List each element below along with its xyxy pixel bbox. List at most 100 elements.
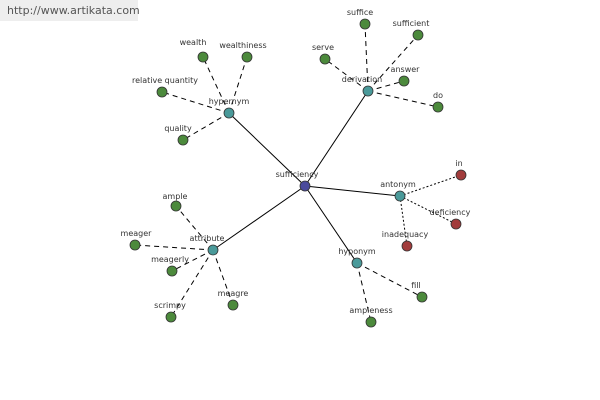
node-meagerly[interactable]: meagerly [151, 255, 189, 277]
node-hypernym-circle[interactable] [223, 107, 235, 119]
node-meager-label: meager [121, 229, 153, 238]
edge-sufficiency-hypernym [228, 112, 306, 187]
node-meagre-circle[interactable] [227, 299, 239, 311]
node-sufficiency-circle[interactable] [299, 180, 311, 192]
node-derivation-circle[interactable] [362, 85, 374, 97]
node-suffice[interactable]: suffice [347, 8, 373, 30]
node-relative-quantity-circle[interactable] [156, 86, 168, 98]
node-derivation-label: derivation [342, 75, 382, 84]
node-attribute-label: attribute [190, 234, 225, 243]
edge-antonym-in [399, 174, 462, 197]
node-in[interactable]: in [455, 159, 467, 181]
node-serve[interactable]: serve [312, 43, 334, 65]
edge-derivation-do [367, 90, 439, 108]
node-sufficient-label: sufficient [393, 19, 430, 28]
node-ampleness-circle[interactable] [365, 316, 377, 328]
node-derivation[interactable]: derivation [342, 75, 382, 97]
node-sufficient[interactable]: sufficient [393, 19, 430, 41]
node-ample[interactable]: ample [163, 192, 188, 212]
node-answer-label: answer [391, 65, 421, 74]
node-fill-label: fill [411, 281, 420, 290]
node-sufficient-circle[interactable] [412, 29, 424, 41]
edge-attribute-meager [134, 244, 214, 251]
node-sufficiency[interactable]: sufficiency [276, 170, 319, 192]
node-serve-label: serve [312, 43, 334, 52]
edge-sufficiency-hyponym [304, 185, 358, 264]
node-antonym[interactable]: antonym [380, 180, 416, 202]
node-fill[interactable]: fill [411, 281, 428, 303]
edge-attribute-meagre [212, 249, 234, 306]
node-suffice-label: suffice [347, 8, 373, 17]
edge-hyponym-ampleness [356, 262, 372, 323]
node-ampleness-label: ampleness [349, 306, 392, 315]
node-ample-label: ample [163, 192, 188, 201]
node-serve-circle[interactable] [319, 53, 331, 65]
node-answer[interactable]: answer [391, 65, 421, 87]
edges-layer [134, 23, 462, 323]
node-hyponym-label: hyponym [338, 247, 376, 256]
node-wealth-circle[interactable] [197, 51, 209, 63]
node-suffice-circle[interactable] [359, 18, 371, 30]
source-banner: http://www.artikata.com [0, 0, 140, 21]
edge-sufficiency-attribute [212, 185, 306, 251]
node-deficiency-label: deficiency [430, 208, 471, 217]
edge-attribute-meagerly [171, 249, 214, 272]
node-hyponym[interactable]: hyponym [338, 247, 376, 269]
node-ample-circle[interactable] [170, 200, 182, 212]
node-wealthiness-circle[interactable] [241, 51, 253, 63]
edge-derivation-answer [367, 80, 405, 92]
node-hypernym-label: hypernym [209, 97, 250, 106]
edge-hypernym-relative-quantity [161, 91, 230, 114]
node-in-circle[interactable] [455, 169, 467, 181]
node-relative-quantity-label: relative quantity [132, 76, 198, 85]
node-inadequacy-circle[interactable] [401, 240, 413, 252]
edge-antonym-inadequacy [399, 195, 408, 247]
edge-sufficiency-antonym [304, 185, 401, 197]
node-sufficiency-label: sufficiency [276, 170, 319, 179]
node-meagerly-circle[interactable] [166, 265, 178, 277]
node-quality[interactable]: quality [164, 124, 192, 146]
node-attribute[interactable]: attribute [190, 234, 225, 256]
nodes-layer: sufficiency hypernym derivation antonym hypo… [121, 8, 471, 328]
edge-hypernym-wealthiness [228, 56, 248, 114]
node-scrimpy[interactable]: scrimpy [154, 301, 186, 323]
node-do[interactable]: do [432, 91, 444, 113]
node-meager[interactable]: meager [121, 229, 153, 251]
edge-hyponym-fill [356, 262, 423, 298]
node-ampleness[interactable]: ampleness [349, 306, 393, 328]
node-in-label: in [455, 159, 462, 168]
node-quality-label: quality [164, 124, 192, 133]
node-wealth[interactable]: wealth [180, 38, 209, 63]
node-wealth-label: wealth [180, 38, 207, 47]
node-do-label: do [433, 91, 443, 100]
node-answer-circle[interactable] [398, 75, 410, 87]
source-url-link[interactable]: http://www.artikata.com [7, 4, 140, 17]
node-deficiency[interactable]: deficiency [430, 208, 471, 230]
node-meager-circle[interactable] [129, 239, 141, 251]
edge-sufficiency-derivation [304, 90, 369, 187]
node-quality-circle[interactable] [177, 134, 189, 146]
node-hyponym-circle[interactable] [351, 257, 363, 269]
node-scrimpy-label: scrimpy [154, 301, 186, 310]
edge-attribute-ample [175, 205, 214, 251]
node-relative-quantity[interactable]: relative quantity [132, 76, 198, 98]
node-scrimpy-circle[interactable] [165, 311, 177, 323]
edge-hypernym-wealth [202, 56, 230, 114]
edge-derivation-sufficient [367, 34, 419, 92]
node-deficiency-circle[interactable] [450, 218, 462, 230]
node-do-circle[interactable] [432, 101, 444, 113]
node-meagre-label: meagre [218, 289, 249, 298]
edge-derivation-suffice [364, 23, 369, 92]
node-antonym-label: antonym [380, 180, 416, 189]
node-wealthiness[interactable]: wealthiness [219, 41, 267, 63]
node-antonym-circle[interactable] [394, 190, 406, 202]
node-meagre[interactable]: meagre [218, 289, 249, 311]
node-meagerly-label: meagerly [151, 255, 189, 264]
node-inadequacy[interactable]: inadequacy [382, 230, 429, 252]
node-attribute-circle[interactable] [207, 244, 219, 256]
node-inadequacy-label: inadequacy [382, 230, 429, 239]
node-fill-circle[interactable] [416, 291, 428, 303]
edge-antonym-deficiency [399, 195, 457, 225]
node-hypernym[interactable]: hypernym [209, 97, 250, 119]
